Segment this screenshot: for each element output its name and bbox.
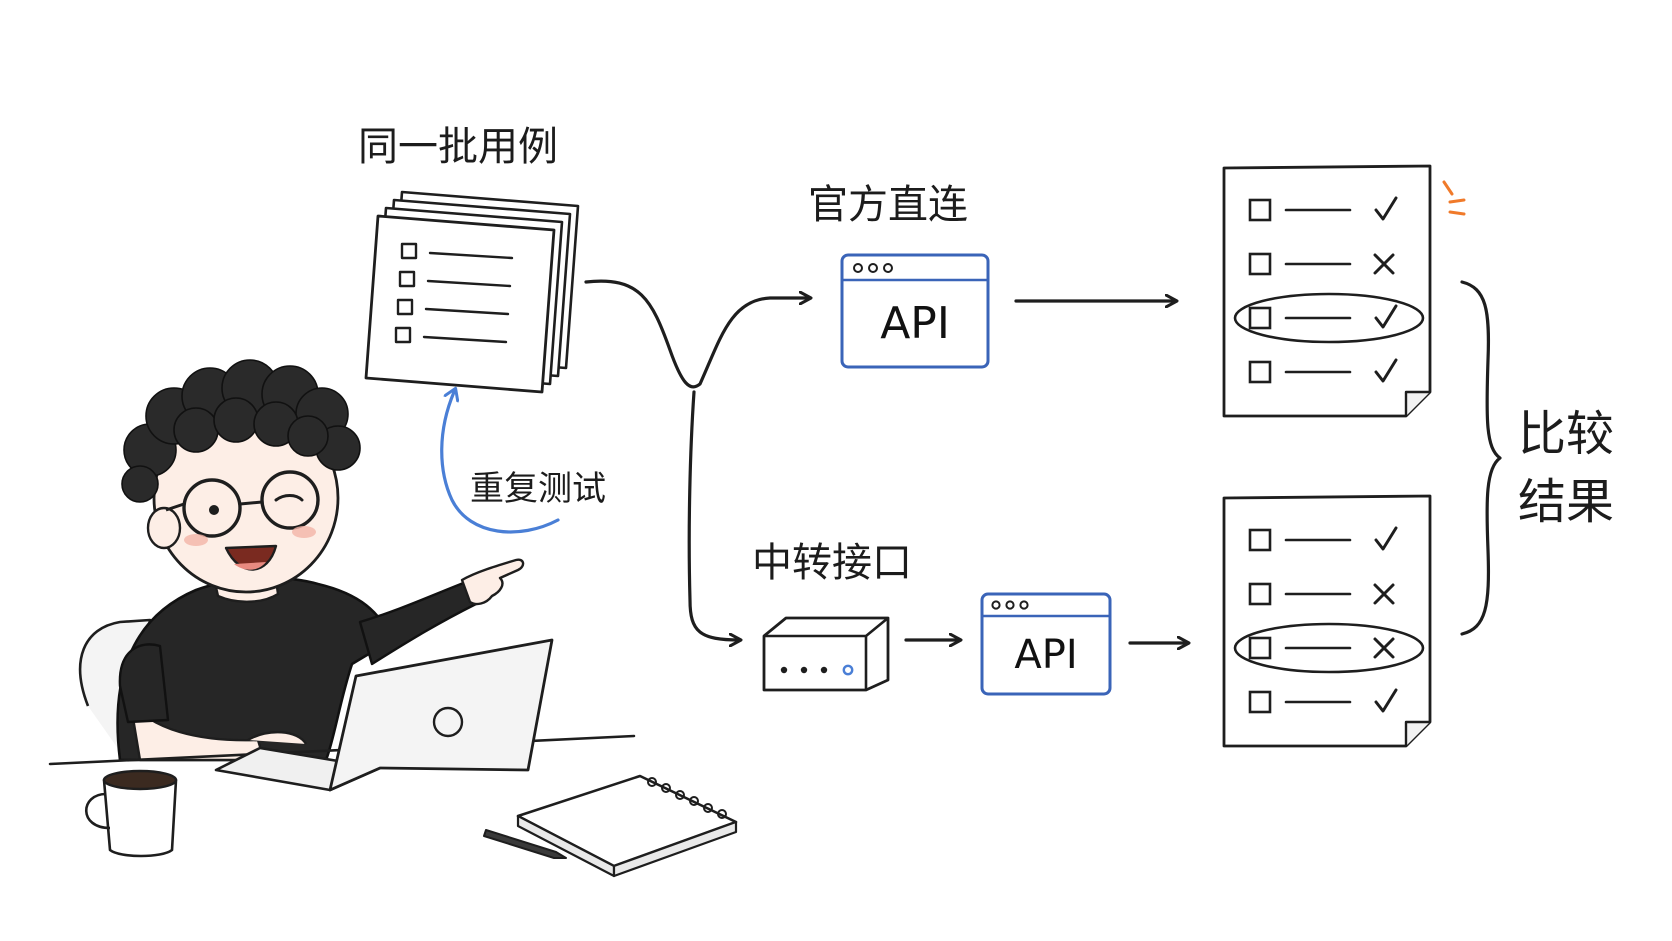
cross-icon bbox=[1373, 637, 1395, 659]
checklist-row bbox=[1233, 622, 1425, 674]
repeat-test-arrow bbox=[440, 392, 560, 534]
relay-api-label: API bbox=[1014, 632, 1077, 678]
compare-label-line1: 比较 bbox=[1518, 406, 1614, 462]
checkbox-icon bbox=[1248, 306, 1272, 330]
comparison-brace bbox=[1460, 280, 1502, 636]
split-flow-arrows bbox=[584, 279, 810, 640]
checklist-sheet-icon bbox=[1222, 494, 1432, 748]
laptop-icon bbox=[214, 638, 554, 792]
checklist-row bbox=[1233, 292, 1425, 344]
checklist-row bbox=[1248, 582, 1395, 606]
person-illustration bbox=[78, 359, 525, 762]
checklist-row bbox=[1248, 252, 1395, 276]
highlight-circle bbox=[1233, 292, 1425, 344]
cross-icon bbox=[1373, 253, 1395, 275]
check-icon bbox=[1374, 526, 1398, 551]
highlight-circle bbox=[1233, 622, 1425, 674]
api-window-icon: API bbox=[980, 592, 1112, 696]
checklist-row bbox=[1248, 196, 1398, 222]
checklist-row bbox=[1248, 526, 1398, 552]
checkbox-icon bbox=[1248, 636, 1272, 660]
check-icon bbox=[1374, 688, 1398, 713]
checkbox-icon bbox=[1248, 360, 1272, 384]
checkbox-icon bbox=[1248, 198, 1272, 222]
result-sheets bbox=[1222, 164, 1432, 748]
checklist-row bbox=[1248, 688, 1398, 714]
cross-icon bbox=[1373, 583, 1395, 605]
highlight-spark-icon bbox=[1442, 180, 1466, 216]
checklist-sheet-icon bbox=[1222, 164, 1432, 418]
official-direct-label: 官方直连 bbox=[808, 182, 968, 228]
test-cases-label: 同一批用例 bbox=[358, 124, 558, 170]
api-window-icon: API bbox=[840, 253, 990, 369]
pen-icon bbox=[483, 829, 567, 859]
checkbox-icon bbox=[1248, 252, 1272, 276]
relay-device-icon bbox=[762, 616, 890, 692]
check-icon bbox=[1374, 304, 1398, 329]
relay-interface-label: 中转接口 bbox=[752, 540, 912, 586]
test-case-stack-icon bbox=[364, 190, 580, 394]
repeat-test-label: 重复测试 bbox=[470, 469, 606, 509]
coffee-mug-icon bbox=[84, 769, 178, 858]
check-icon bbox=[1374, 358, 1398, 383]
official-api-label: API bbox=[880, 298, 950, 349]
arrow-to-relay bbox=[687, 390, 740, 640]
arrow-to-official-api bbox=[584, 279, 810, 389]
checklist-row bbox=[1248, 358, 1398, 384]
checkbox-icon bbox=[1248, 690, 1272, 714]
compare-label-line2: 结果 bbox=[1518, 474, 1614, 530]
checkbox-icon bbox=[1248, 582, 1272, 606]
checkbox-icon bbox=[1248, 528, 1272, 552]
check-icon bbox=[1374, 196, 1398, 221]
notebook-icon bbox=[516, 774, 738, 878]
